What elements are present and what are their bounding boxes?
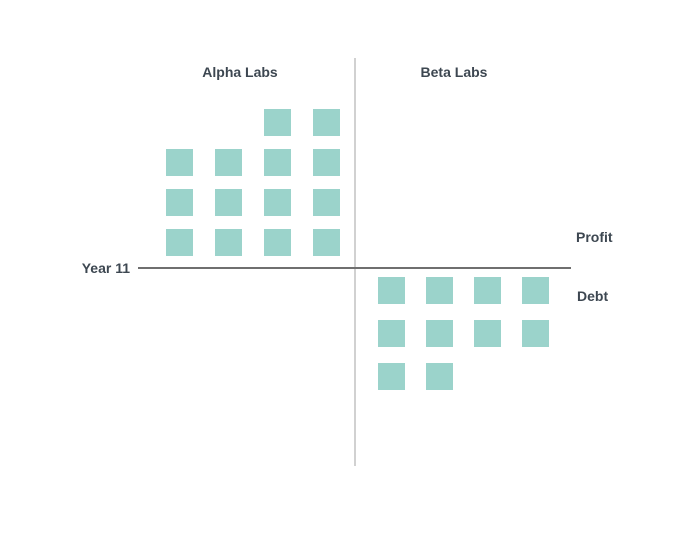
group-label-beta-labs: Beta Labs xyxy=(420,64,488,80)
pictograph-empty-cell xyxy=(474,363,501,390)
alpha-labs-squares-grid xyxy=(166,109,340,256)
pictograph-square xyxy=(313,229,340,256)
pictograph-square xyxy=(215,189,242,216)
beta-labs-squares-grid xyxy=(378,277,549,390)
pictograph-square xyxy=(378,363,405,390)
pictograph-square xyxy=(313,149,340,176)
pictograph-square xyxy=(264,229,291,256)
pictograph-square xyxy=(426,277,453,304)
pictograph-square xyxy=(522,277,549,304)
pictograph-square xyxy=(215,149,242,176)
pictograph-square xyxy=(474,320,501,347)
pictograph-square xyxy=(313,109,340,136)
pictograph-empty-cell xyxy=(522,363,549,390)
pictograph-empty-cell xyxy=(166,109,193,136)
pictograph-square xyxy=(166,149,193,176)
pictograph-square xyxy=(522,320,549,347)
pictograph-square xyxy=(474,277,501,304)
pictograph-square xyxy=(166,189,193,216)
pictograph-square xyxy=(426,320,453,347)
pictograph-square xyxy=(313,189,340,216)
axis-side-label-profit: Profit xyxy=(576,229,613,245)
x-axis-label-year: Year 11 xyxy=(81,260,130,276)
pictograph-square xyxy=(264,149,291,176)
pictograph-square xyxy=(264,189,291,216)
pictograph-square xyxy=(264,109,291,136)
pictograph-empty-cell xyxy=(215,109,242,136)
group-label-alpha-labs: Alpha Labs xyxy=(202,64,278,80)
pictograph-square xyxy=(215,229,242,256)
pictograph-square xyxy=(426,363,453,390)
axis-side-label-debt: Debt xyxy=(577,288,609,304)
pictograph-square xyxy=(378,320,405,347)
x-axis-line xyxy=(138,267,571,269)
pictograph-square xyxy=(166,229,193,256)
vertical-divider-line xyxy=(354,58,356,466)
pictograph-square xyxy=(378,277,405,304)
